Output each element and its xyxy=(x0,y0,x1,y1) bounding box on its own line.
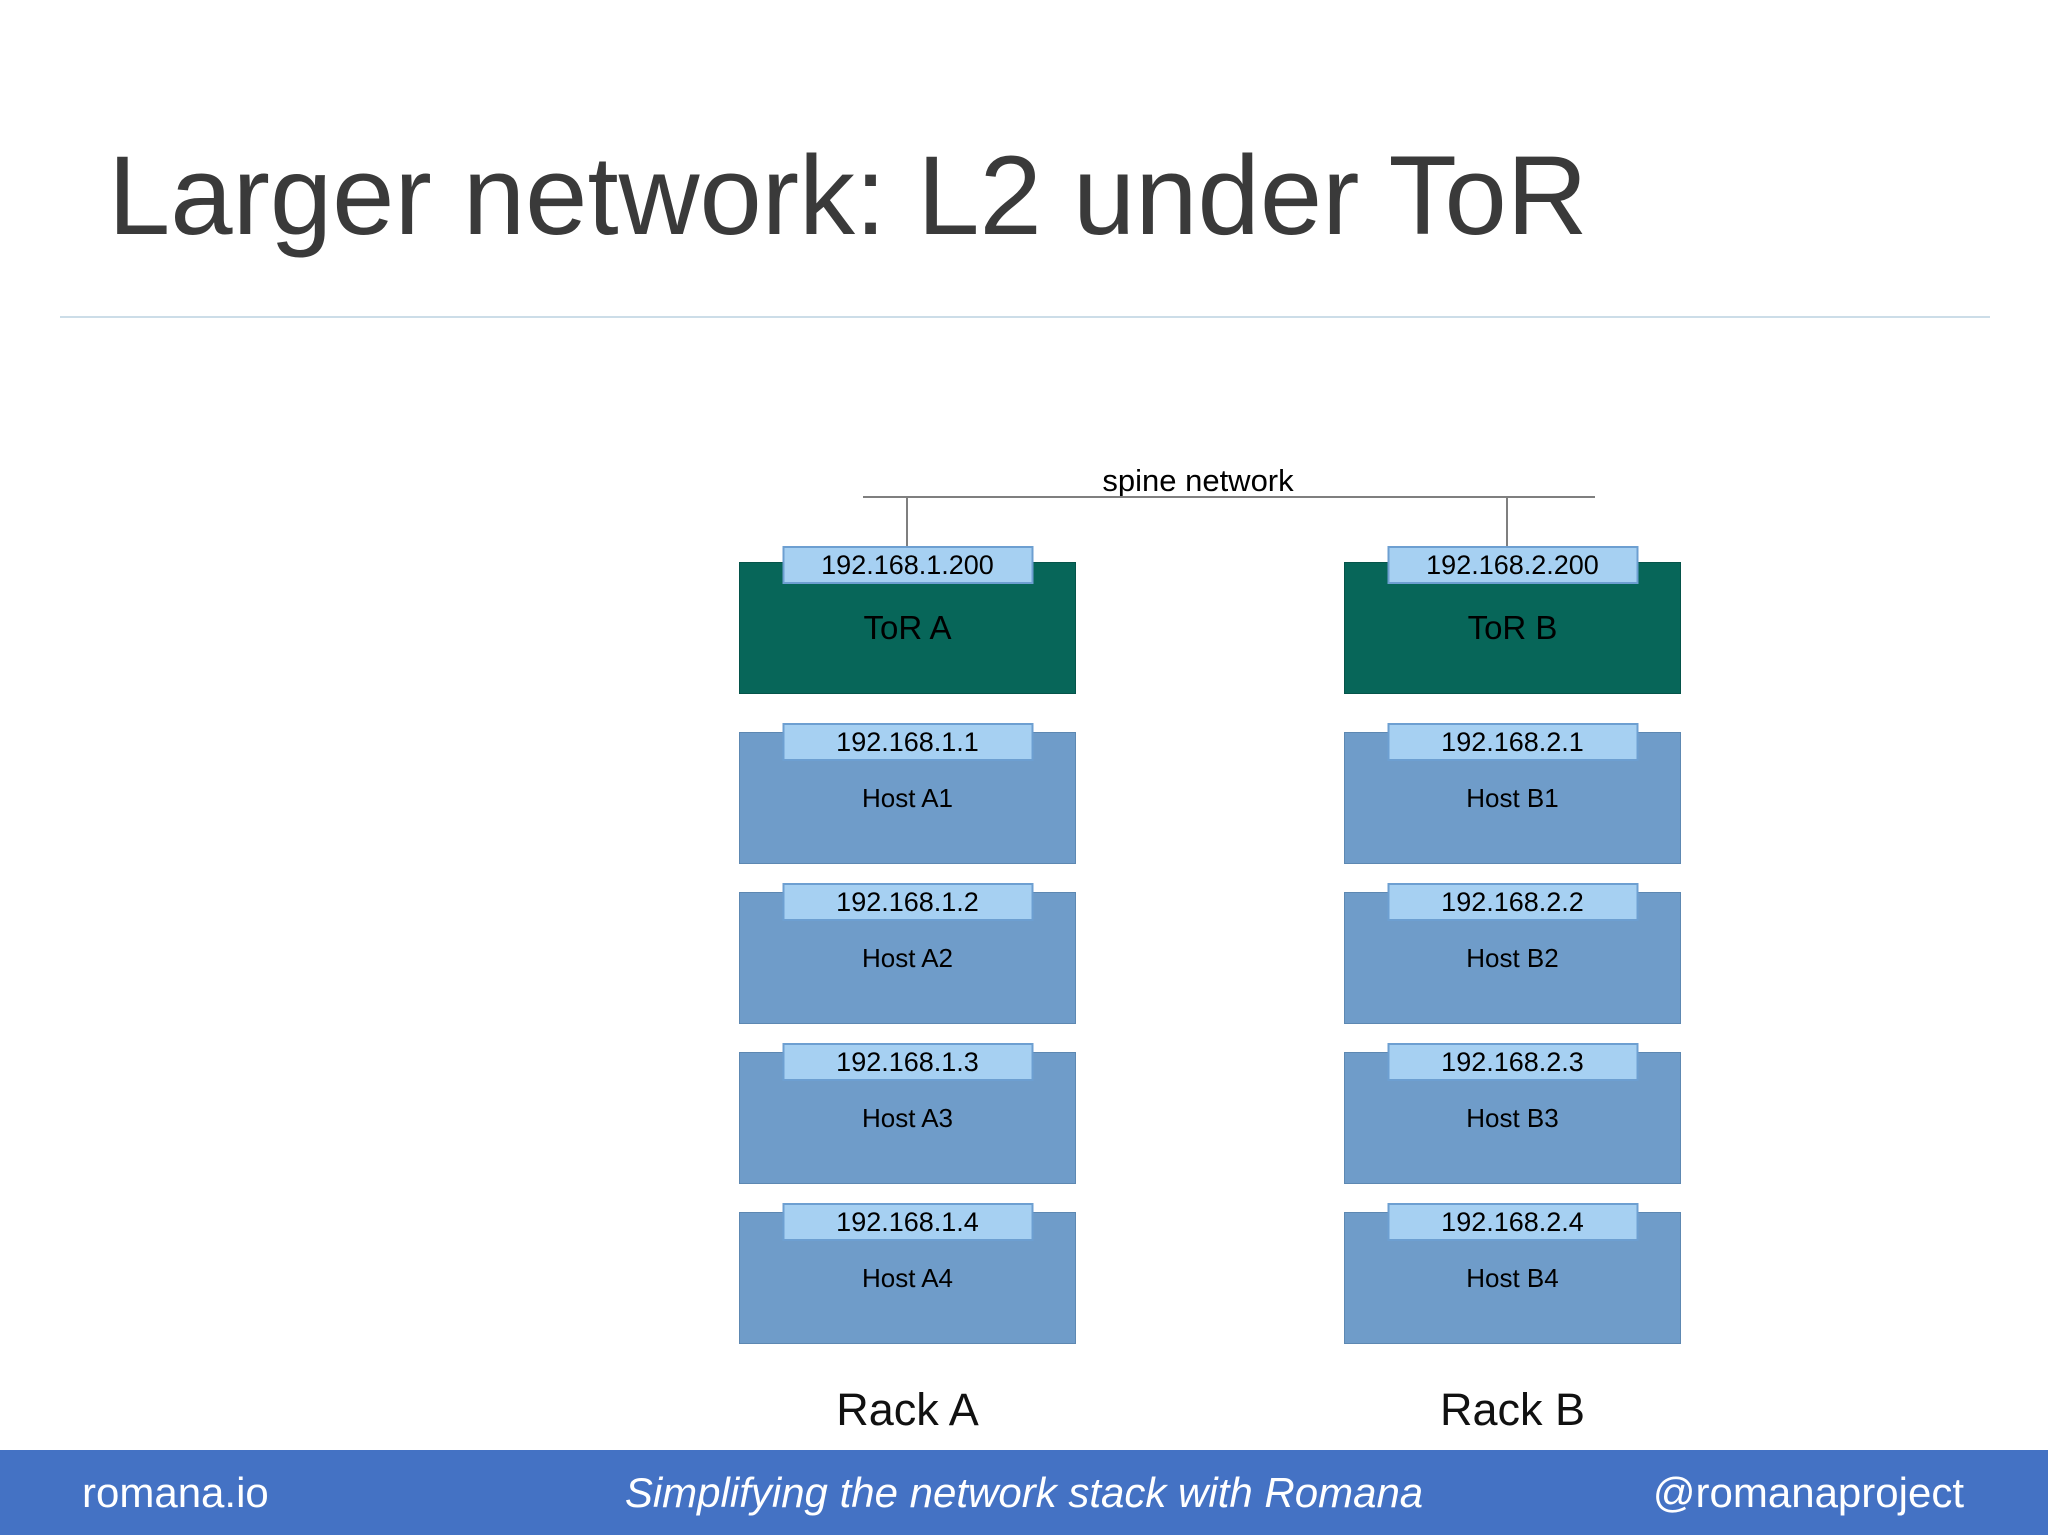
footer-bar: romana.io Simplifying the network stack … xyxy=(0,1450,2048,1535)
host-b1-label: Host B1 xyxy=(1466,782,1559,813)
host-a3-ip-chip: 192.168.1.3 xyxy=(782,1043,1033,1081)
footer-site-text: romana.io xyxy=(82,1468,269,1516)
host-b3-ip-chip: 192.168.2.3 xyxy=(1387,1043,1638,1081)
tor-a-box: 192.168.1.200 ToR A xyxy=(739,546,1076,694)
tor-a-label: ToR A xyxy=(863,609,952,646)
host-a2-ip-chip: 192.168.1.2 xyxy=(782,883,1033,921)
host-b2-label: Host B2 xyxy=(1466,942,1559,973)
footer-tagline-text: Simplifying the network stack with Roman… xyxy=(624,1468,1424,1516)
slide-title: Larger network: L2 under ToR xyxy=(108,133,1588,258)
host-a3-box: 192.168.1.3 Host A3 xyxy=(739,1043,1076,1184)
tor-b-ip-chip: 192.168.2.200 xyxy=(1387,546,1638,584)
tor-b-label: ToR B xyxy=(1467,609,1558,646)
host-b1-ip-chip: 192.168.2.1 xyxy=(1387,723,1638,761)
host-a3-label: Host A3 xyxy=(861,1102,954,1133)
host-a4-label: Host A4 xyxy=(861,1262,954,1293)
host-a1-label: Host A1 xyxy=(861,782,954,813)
host-a4-box: 192.168.1.4 Host A4 xyxy=(739,1203,1076,1344)
tor-a-ip-chip: 192.168.1.200 xyxy=(782,546,1033,584)
footer-twitter-handle: @romanaproject xyxy=(1652,1468,1964,1516)
spine-network-line xyxy=(863,496,1595,498)
connector-spine-to-tor-a xyxy=(906,496,908,546)
host-a1-ip-chip: 192.168.1.1 xyxy=(782,723,1033,761)
rack-b-label: Rack B xyxy=(1439,1384,1586,1435)
title-divider xyxy=(60,316,1990,318)
host-b1-box: 192.168.2.1 Host B1 xyxy=(1344,723,1681,864)
rack-a-label: Rack A xyxy=(836,1384,979,1435)
host-b4-label: Host B4 xyxy=(1466,1262,1559,1293)
host-b2-box: 192.168.2.2 Host B2 xyxy=(1344,883,1681,1024)
host-b2-ip-chip: 192.168.2.2 xyxy=(1387,883,1638,921)
host-b4-box: 192.168.2.4 Host B4 xyxy=(1344,1203,1681,1344)
tor-b-box: 192.168.2.200 ToR B xyxy=(1344,546,1681,694)
host-b4-ip-chip: 192.168.2.4 xyxy=(1387,1203,1638,1241)
host-b3-box: 192.168.2.3 Host B3 xyxy=(1344,1043,1681,1184)
host-a1-box: 192.168.1.1 Host A1 xyxy=(739,723,1076,864)
host-a4-ip-chip: 192.168.1.4 xyxy=(782,1203,1033,1241)
spine-network-label: spine network xyxy=(1102,463,1294,498)
connector-spine-to-tor-b xyxy=(1506,496,1508,549)
host-b3-label: Host B3 xyxy=(1466,1102,1559,1133)
host-a2-label: Host A2 xyxy=(861,942,954,973)
host-a2-box: 192.168.1.2 Host A2 xyxy=(739,883,1076,1024)
